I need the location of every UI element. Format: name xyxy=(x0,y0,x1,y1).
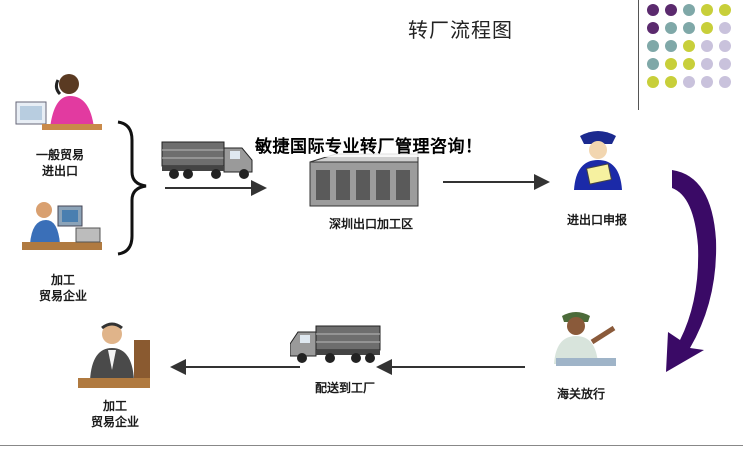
decoration-dot xyxy=(719,4,731,16)
curly-brace xyxy=(117,120,147,256)
telephone-person-icon xyxy=(15,74,102,130)
curved-arrow xyxy=(666,170,717,372)
decoration-dot xyxy=(701,22,713,34)
label-delivery: 配送到工厂 xyxy=(314,381,375,395)
decoration-dot xyxy=(701,76,713,88)
decoration-dot xyxy=(683,4,695,16)
customs-officer-icon xyxy=(554,312,616,366)
decoration-dot xyxy=(647,22,659,34)
diagram-title: 转厂流程图 xyxy=(408,18,513,42)
factory-icon xyxy=(309,153,419,207)
truck-icon xyxy=(290,325,381,363)
label-processing-trade-bottom: 加工 贸易企业 xyxy=(90,399,139,429)
label-processing-trade-left: 加工 贸易企业 xyxy=(38,273,87,303)
consulting-banner: 敏捷国际专业转厂管理咨询！ xyxy=(255,132,483,157)
truck-icon xyxy=(161,141,253,179)
decoration-dot xyxy=(683,40,695,52)
police-officer-icon xyxy=(574,131,622,190)
decoration-dot xyxy=(665,4,677,16)
decoration-dot xyxy=(719,40,731,52)
bottom-border xyxy=(0,445,743,446)
decoration-dot xyxy=(647,4,659,16)
decoration-dot xyxy=(665,58,677,70)
decoration-dot xyxy=(701,58,713,70)
decoration-dot xyxy=(647,58,659,70)
divider-line xyxy=(638,0,639,110)
decoration-dot xyxy=(665,40,677,52)
decoration-dot xyxy=(701,40,713,52)
decoration-dot xyxy=(719,58,731,70)
computer-worker-icon xyxy=(22,202,102,250)
decoration-dot xyxy=(719,22,731,34)
decoration-dot xyxy=(683,76,695,88)
decoration-dot xyxy=(665,22,677,34)
label-declaration: 进出口申报 xyxy=(566,213,627,227)
label-shenzhen-zone: 深圳出口加工区 xyxy=(328,217,413,231)
decoration-dot xyxy=(665,76,677,88)
label-customs-release: 海关放行 xyxy=(556,387,605,401)
label-general-trade: 一般贸易 进出口 xyxy=(35,148,84,178)
decoration-dot xyxy=(683,58,695,70)
phone-businessman-icon xyxy=(78,322,150,388)
decoration-dot xyxy=(647,76,659,88)
dot-grid-decoration xyxy=(647,4,731,88)
decoration-dot xyxy=(683,22,695,34)
decoration-dot xyxy=(647,40,659,52)
decoration-dot xyxy=(701,4,713,16)
decoration-dot xyxy=(719,76,731,88)
